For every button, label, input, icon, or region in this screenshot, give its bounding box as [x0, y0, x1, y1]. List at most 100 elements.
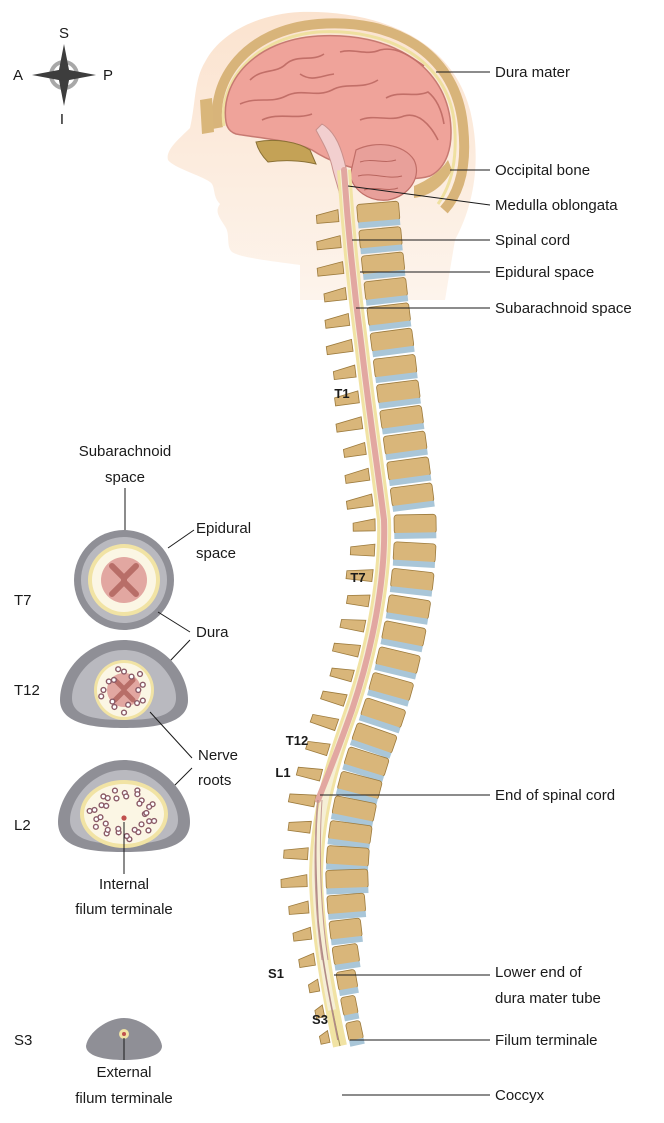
label-section-subarachnoid-line1: Subarachnoid	[79, 443, 172, 460]
head-illustration	[168, 12, 476, 300]
vertebra	[283, 843, 369, 873]
vertebral-body	[393, 542, 436, 563]
orientation-compass: S A P I	[13, 25, 113, 128]
spinous-process	[298, 953, 315, 967]
l2-internal-filum	[121, 815, 126, 820]
spinous-process	[296, 763, 322, 781]
nerve-root	[98, 815, 103, 820]
nerve-root	[152, 819, 157, 824]
label-section-nerve-line2: roots	[198, 772, 231, 789]
label-occipital-bone: Occipital bone	[495, 162, 590, 179]
nerve-root	[113, 788, 118, 793]
spinous-process	[324, 313, 349, 328]
cross-sections: Subarachnoid space Epidural space T7 Dur…	[14, 443, 251, 1107]
nerve-root	[106, 679, 111, 684]
label-t1: T1	[334, 386, 349, 401]
label-epidural-space: Epidural space	[495, 264, 594, 281]
nerve-root	[140, 698, 145, 703]
nerve-root	[122, 669, 127, 674]
label-t12: T12	[286, 733, 308, 748]
label-section-dura: Dura	[196, 624, 229, 641]
nerve-root	[124, 834, 129, 839]
label-coccyx: Coccyx	[495, 1087, 545, 1104]
nerve-root	[124, 794, 129, 799]
spinous-process	[310, 711, 339, 731]
nerve-root	[116, 826, 121, 831]
label-s1: S1	[268, 966, 284, 981]
leader-section-epidural	[168, 530, 194, 548]
spinous-process	[335, 417, 362, 432]
vertebra	[281, 869, 369, 896]
label-level-l2: L2	[14, 817, 31, 834]
nerve-root	[105, 796, 110, 801]
nerve-root	[140, 682, 145, 687]
compass-superior: S	[59, 25, 69, 42]
spinous-process	[308, 979, 320, 993]
spinous-process	[288, 818, 311, 833]
compass-horizontal-arrow	[32, 69, 96, 81]
label-subarachnoid-space: Subarachnoid space	[495, 300, 632, 317]
leader-dura-upper	[158, 612, 190, 632]
nerve-root	[144, 811, 149, 816]
nerve-root	[147, 819, 152, 824]
label-lower-end-dura-line2: dura mater tube	[495, 990, 601, 1007]
spinous-process	[306, 738, 331, 756]
nerve-root	[99, 803, 104, 808]
nerve-root	[147, 804, 152, 809]
spinous-process	[353, 519, 375, 531]
spinous-process	[281, 875, 307, 888]
section-t7	[74, 530, 174, 630]
spinous-process	[319, 1031, 330, 1045]
label-external-filum-line2: filum terminale	[75, 1090, 173, 1107]
spinous-process	[326, 339, 353, 354]
nerve-root	[135, 792, 140, 797]
nerve-root	[135, 701, 140, 706]
label-lower-end-dura-line1: Lower end of	[495, 964, 583, 981]
nerve-root	[114, 796, 119, 801]
label-l1: L1	[275, 765, 290, 780]
spinous-process	[321, 687, 348, 706]
nerve-root	[103, 821, 108, 826]
nerve-root	[116, 667, 121, 672]
spinous-process	[288, 901, 309, 915]
spinous-process	[344, 468, 369, 483]
label-level-t12: T12	[14, 682, 40, 699]
nerve-root	[122, 710, 127, 715]
spinous-process	[350, 543, 375, 556]
nerve-root	[87, 809, 92, 814]
label-section-nerve-line1: Nerve	[198, 747, 238, 764]
spinous-process	[343, 443, 366, 458]
nerve-root	[139, 822, 144, 827]
spinous-process	[340, 616, 366, 632]
spinous-process	[288, 790, 316, 807]
label-dura-mater: Dura mater	[495, 64, 570, 81]
nerve-root	[137, 801, 142, 806]
cerebellum	[350, 145, 416, 201]
spinous-process	[332, 639, 360, 657]
label-internal-filum-line2: filum terminale	[75, 901, 173, 918]
label-spinal-cord: Spinal cord	[495, 232, 570, 249]
section-t12	[60, 640, 188, 728]
spinous-process	[330, 664, 354, 682]
nerve-root	[146, 828, 151, 833]
label-s3: S3	[312, 1012, 328, 1027]
nerve-root	[105, 827, 110, 832]
s3-filum-core	[122, 1032, 126, 1036]
label-filum-terminale: Filum terminale	[495, 1032, 598, 1049]
compass-inferior: I	[60, 111, 64, 128]
label-external-filum-line1: External	[96, 1064, 151, 1081]
compass-posterior: P	[103, 67, 113, 84]
nerve-root	[138, 672, 143, 677]
forehead-bone	[200, 98, 214, 134]
label-section-epidural-line1: Epidural	[196, 520, 251, 537]
spinous-process	[346, 494, 373, 509]
label-section-epidural-line2: space	[196, 545, 236, 562]
nerve-root	[92, 808, 97, 813]
nerve-root	[132, 827, 137, 832]
nerve-root	[101, 688, 106, 693]
nerve-root	[136, 688, 141, 693]
vertebra	[353, 514, 436, 539]
spinous-process	[333, 365, 356, 380]
nerve-root	[126, 702, 131, 707]
